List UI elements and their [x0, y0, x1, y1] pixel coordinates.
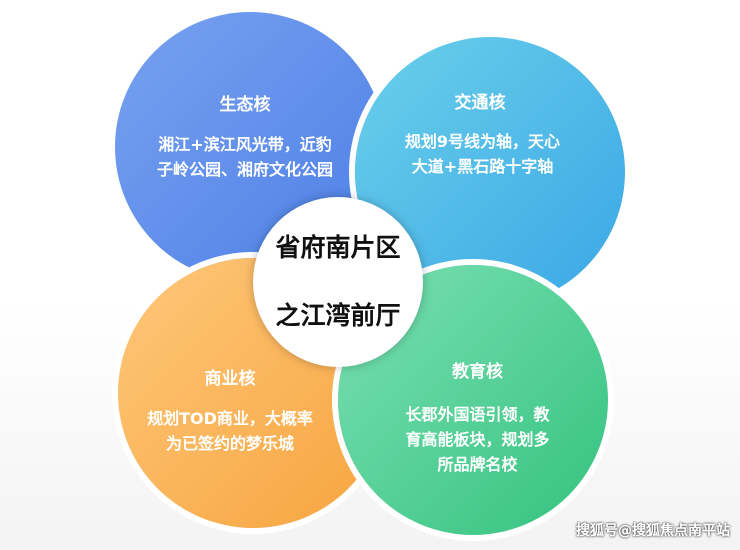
center-title-line: 之江湾前厅	[275, 301, 401, 330]
education-core-desc: 长郡外国语引领，教 育高能板块，规划多 所品牌名校	[370, 402, 585, 477]
commerce-core-desc: 规划TOD商业，大概率 为已签约的梦乐城	[125, 406, 335, 456]
commerce-core-title: 商业核	[204, 369, 256, 389]
commerce-desc-line: 为已签约的梦乐城	[165, 434, 294, 453]
education-desc-line: 所品牌名校	[437, 455, 518, 474]
ecology-desc-line: 湘江+滨江风光带，近豹	[158, 135, 332, 154]
center-title-line: 省府南片区	[275, 233, 401, 262]
ecology-desc-line: 子岭公园、湘府文化公园	[156, 160, 333, 179]
center-title: 省府南片区 之江湾前厅	[275, 197, 400, 367]
traffic-desc-line: 大道+黑石路十字轴	[411, 157, 554, 176]
traffic-desc-line: 规划9号线为轴，天心	[404, 132, 561, 151]
ecology-core-desc: 湘江+滨江风光带，近豹 子岭公园、湘府文化公园	[130, 132, 360, 182]
traffic-core-desc: 规划9号线为轴，天心 大道+黑石路十字轴	[380, 129, 585, 179]
traffic-core-title: 交通核	[454, 93, 506, 113]
commerce-desc-line: 规划TOD商业，大概率	[147, 409, 313, 428]
center-circle: 省府南片区 之江湾前厅	[253, 197, 423, 367]
education-desc-line: 长郡外国语引领，教	[405, 405, 550, 424]
education-desc-line: 育高能板块，规划多	[405, 430, 550, 449]
ecology-core-title: 生态核	[219, 95, 271, 115]
education-core-title: 教育核	[452, 362, 503, 382]
watermark: 搜狐号@搜狐焦点南平站	[576, 523, 730, 539]
